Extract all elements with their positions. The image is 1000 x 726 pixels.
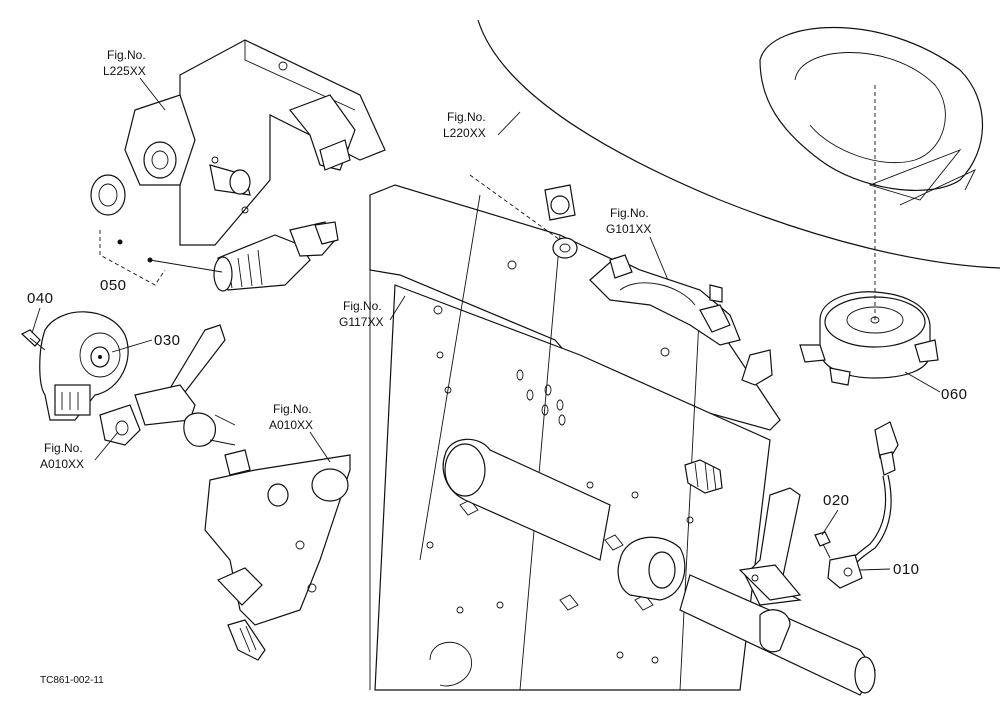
- seat-outline: [477, 19, 1000, 269]
- drawing-code: TC861-002-11: [40, 675, 104, 686]
- part-number-040: 040: [27, 290, 54, 307]
- callout-040: 040: [27, 290, 54, 334]
- part-050-shape: [213, 221, 339, 292]
- seal-ring: [90, 174, 126, 216]
- part-040-screw: [20, 329, 46, 351]
- figref-l225: Fig.No. L225XX: [103, 48, 166, 111]
- part-number-010: 010: [893, 561, 920, 578]
- part-020-screw: [814, 531, 831, 559]
- seat-axis-secondary: [469, 174, 561, 241]
- callout-050: 050: [100, 277, 127, 294]
- figref-code: L225XX: [103, 64, 146, 78]
- group-bracket-050: [99, 230, 166, 286]
- lower-shaft: [617, 536, 876, 696]
- part-010-harness: [827, 421, 899, 589]
- frame-bolt: [684, 459, 723, 494]
- part-number-030: 030: [154, 332, 181, 349]
- figref-caption: Fig.No.: [447, 110, 486, 124]
- callout-030: 030: [111, 332, 181, 353]
- bracket-assembly: [124, 39, 386, 246]
- figref-caption: Fig.No.: [107, 48, 146, 62]
- part-number-060: 060: [941, 386, 968, 403]
- figref-g117: Fig.No. G117XX: [339, 295, 406, 329]
- lower-mount-plate: [204, 454, 351, 661]
- wire-guide-plate: [738, 487, 803, 606]
- figref-a010-left: Fig.No. A010XX: [40, 431, 119, 471]
- part-060-shape: [799, 291, 939, 386]
- frame-nuts: [544, 184, 578, 259]
- figref-caption: Fig.No.: [44, 441, 83, 455]
- figref-code: G101XX: [606, 222, 651, 236]
- figref-code: G117XX: [339, 315, 383, 329]
- figref-code: A010XX: [269, 418, 313, 432]
- callout-020: 020: [821, 492, 850, 536]
- part-030-shape: [39, 311, 129, 421]
- seat-switch-bracket: [589, 254, 773, 386]
- figref-a010-right: Fig.No. A010XX: [269, 402, 331, 463]
- figref-code: L220XX: [443, 126, 486, 140]
- linkage-arm: [99, 324, 251, 476]
- figref-caption: Fig.No.: [610, 206, 649, 220]
- figref-caption: Fig.No.: [273, 402, 312, 416]
- part-number-050: 050: [100, 277, 127, 294]
- figref-l220: Fig.No. L220XX: [443, 110, 521, 140]
- figref-caption: Fig.No.: [343, 299, 382, 313]
- figref-code: A010XX: [40, 457, 84, 471]
- part-number-020: 020: [823, 492, 850, 509]
- figref-g101: Fig.No. G101XX: [606, 206, 669, 281]
- callout-010: 010: [859, 561, 920, 578]
- callout-060: 060: [904, 371, 968, 403]
